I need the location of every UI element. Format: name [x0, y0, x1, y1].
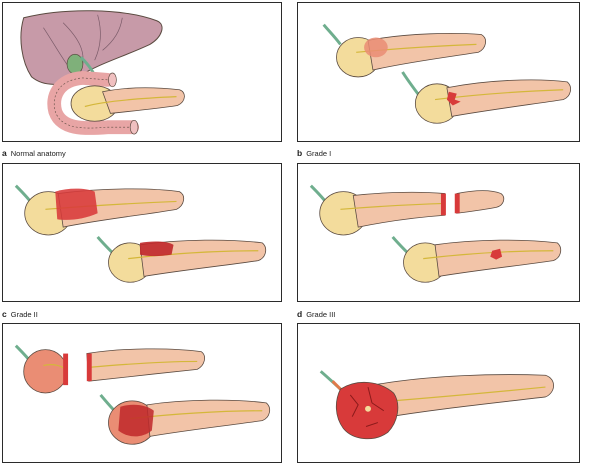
panel-e — [2, 323, 282, 463]
panel-label: Grade I — [306, 149, 332, 158]
pancreas-bottom — [96, 235, 267, 283]
panel-letter: c — [2, 309, 7, 319]
pancreas-top-transected — [309, 184, 505, 236]
pancreas-body — [102, 87, 185, 114]
transection-edge — [86, 353, 92, 382]
pancreas-bottom — [391, 235, 562, 283]
laceration — [446, 91, 461, 106]
parenchymal-injury — [55, 188, 98, 220]
panel-e-illustration — [14, 344, 271, 445]
pancreas-top-transected — [14, 344, 205, 394]
normal-anatomy-illustration — [20, 10, 185, 135]
grade-i-illustration — [322, 23, 571, 124]
panel-f-illustration — [319, 370, 554, 440]
panel-c-grade-ii — [2, 163, 282, 302]
head-injury — [118, 404, 154, 437]
transection-edge — [440, 193, 446, 216]
parenchymal-injury — [140, 241, 174, 257]
pancreas-bottom — [99, 394, 271, 445]
grade-ii-illustration — [14, 184, 267, 283]
panel-letter: d — [297, 309, 303, 319]
panel-label: Normal anatomy — [10, 149, 66, 158]
panel-d-grade-iii — [297, 163, 580, 302]
duct-injury — [490, 248, 503, 260]
panel-letter: a — [2, 148, 7, 158]
pancreas-top — [322, 23, 486, 78]
contusion — [364, 37, 388, 58]
gallbladder — [66, 53, 84, 75]
pancreatic-duct — [84, 96, 177, 108]
panel-a-normal-anatomy — [2, 2, 282, 142]
grade-iii-illustration — [309, 184, 562, 283]
pancreas-top — [14, 184, 185, 236]
panel-label: Grade II — [10, 310, 38, 319]
panel-b-grade-i — [297, 2, 580, 142]
transection-edge — [454, 193, 460, 214]
pancreas-bottom — [401, 71, 571, 124]
panel-f — [297, 323, 580, 463]
transection-edge — [63, 353, 69, 386]
panel-letter: b — [297, 148, 303, 158]
panel-label: Grade III — [306, 310, 336, 319]
liver — [20, 10, 163, 85]
